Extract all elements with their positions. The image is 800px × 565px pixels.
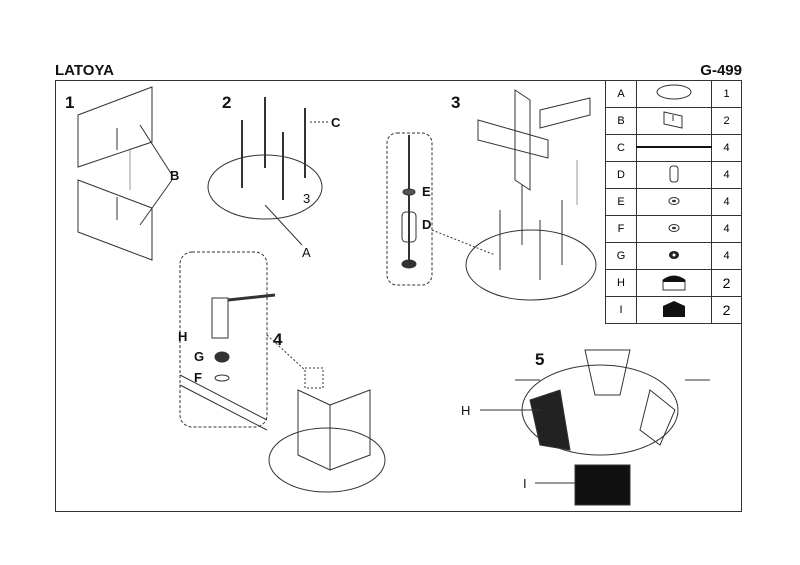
callout-h-step5: H — [461, 403, 470, 418]
cover-dark-icon — [663, 300, 685, 317]
step-5-number: 5 — [535, 350, 544, 369]
step-3-drawing — [386, 89, 597, 301]
part-image — [636, 296, 712, 324]
callout-d: D — [422, 217, 431, 232]
part-letter: A — [605, 80, 637, 108]
model-code: G-499 — [700, 62, 742, 79]
callout-c: C — [331, 115, 341, 130]
part-quantity: 1 — [711, 80, 742, 108]
part-image — [636, 107, 712, 135]
part-image — [636, 134, 712, 162]
callout-a: A — [302, 245, 311, 260]
part-image — [636, 269, 712, 297]
part-quantity: 4 — [711, 134, 742, 162]
step-1-number: 1 — [65, 93, 74, 112]
callout-f: F — [194, 370, 202, 385]
part-letter: B — [605, 107, 637, 135]
part-image — [636, 161, 712, 189]
part-image — [636, 215, 712, 243]
rod-icon — [636, 145, 712, 148]
callout-i: I — [523, 476, 527, 491]
part-quantity: 2 — [711, 296, 742, 324]
washer-icon — [668, 196, 680, 205]
panel-icon — [663, 110, 683, 129]
callout-g: G — [194, 349, 204, 364]
washer-icon — [668, 223, 680, 232]
tabletop-marker: 3 — [303, 191, 310, 206]
part-quantity: 4 — [711, 215, 742, 243]
step-4-number: 4 — [273, 330, 283, 349]
step-2-number: 2 — [222, 93, 231, 112]
instruction-frame — [55, 80, 742, 512]
part-letter: H — [605, 269, 637, 297]
part-letter: E — [605, 188, 637, 216]
round-tabletop-icon — [656, 84, 692, 99]
callout-e: E — [422, 184, 431, 199]
sleeve-icon — [669, 165, 679, 182]
part-quantity: 4 — [711, 161, 742, 189]
part-letter: G — [605, 242, 637, 270]
tabletop-a-drawing — [207, 97, 328, 246]
part-letter: F — [605, 215, 637, 243]
cover-light-icon — [662, 275, 686, 290]
panel-b-drawing — [77, 86, 173, 261]
part-letter: C — [605, 134, 637, 162]
callout-b: B — [170, 168, 179, 183]
step-5-drawing — [480, 349, 710, 506]
part-quantity: 4 — [711, 188, 742, 216]
part-letter: D — [605, 161, 637, 189]
part-image — [636, 188, 712, 216]
part-letter: I — [605, 296, 637, 324]
part-quantity: 2 — [711, 107, 742, 135]
step-4-drawing — [179, 251, 386, 493]
part-quantity: 4 — [711, 242, 742, 270]
callout-h-step4: H — [178, 329, 187, 344]
model-name: LATOYA — [55, 62, 114, 79]
nut-icon — [669, 250, 679, 259]
part-image — [636, 242, 712, 270]
part-quantity: 2 — [711, 269, 742, 297]
part-image — [636, 80, 712, 108]
step-3-number: 3 — [451, 93, 460, 112]
